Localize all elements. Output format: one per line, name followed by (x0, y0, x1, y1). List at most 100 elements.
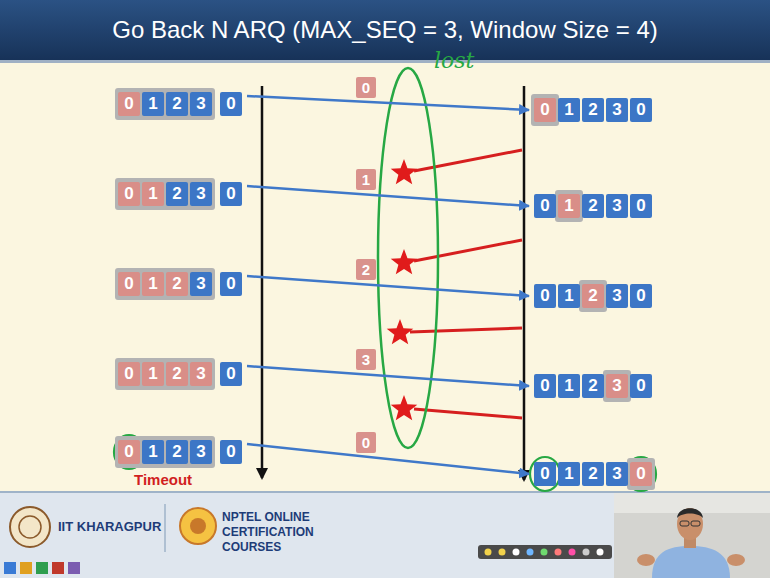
title-bar (0, 0, 770, 60)
sequence-cell: 2 (166, 362, 188, 386)
frame-number: 1 (356, 169, 376, 190)
sequence-cell: 3 (606, 284, 628, 308)
frame-number: 2 (356, 259, 376, 280)
sequence-cell: 0 (118, 92, 140, 116)
sequence-cell: 1 (142, 92, 164, 116)
annotation-ellipse (378, 68, 438, 448)
sequence-cell: 0 (534, 98, 556, 122)
handwritten-note: lost (434, 48, 474, 73)
lost-ack-arrow (414, 150, 522, 171)
frame-arrow (247, 96, 529, 110)
sequence-cell: 1 (142, 182, 164, 206)
frame-number: 0 (356, 77, 376, 98)
sender-window: 01230 (113, 358, 247, 390)
nptel-logo (190, 518, 206, 534)
taskbar-icons (4, 562, 80, 574)
footer-rule (0, 491, 770, 493)
frame-arrow (247, 186, 529, 206)
sequence-cell: 0 (220, 362, 242, 386)
sequence-cell: 3 (190, 440, 212, 464)
sequence-cell: 1 (558, 374, 580, 398)
loss-star (391, 159, 418, 184)
timeout-note: Timeout (134, 471, 192, 488)
sequence-cell: 2 (582, 194, 604, 218)
sequence-cell: 3 (190, 362, 212, 386)
sequence-cell: 2 (582, 462, 604, 486)
sequence-cell: 1 (142, 440, 164, 464)
sequence-cell: 0 (220, 272, 242, 296)
sequence-cell: 2 (166, 440, 188, 464)
sequence-cell: 1 (558, 284, 580, 308)
sequence-cell: 3 (606, 194, 628, 218)
sequence-cell: 0 (220, 440, 242, 464)
receiver-timeline (523, 86, 526, 480)
sender-window: 01230 (113, 178, 247, 210)
sequence-cell: 1 (142, 272, 164, 296)
sequence-cell: 3 (606, 98, 628, 122)
sequence-cell: 0 (118, 362, 140, 386)
sequence-cell: 0 (630, 374, 652, 398)
receiver-window: 01230 (529, 280, 657, 312)
frame-arrow (247, 366, 529, 386)
frame-number: 0 (356, 432, 376, 453)
sender-timeline (261, 86, 264, 478)
institute-name: IIT KHARAGPUR (58, 519, 161, 534)
sequence-cell: 1 (558, 98, 580, 122)
footer-divider (164, 504, 166, 552)
slide-title: Go Back N ARQ (MAX_SEQ = 3, Window Size … (0, 0, 770, 60)
sequence-cell: 0 (534, 462, 556, 486)
sender-window: 01230 (113, 436, 247, 468)
frame-arrow (247, 444, 529, 474)
sequence-cell: 0 (118, 440, 140, 464)
pen-toolbar (478, 545, 612, 559)
sequence-cell: 2 (166, 92, 188, 116)
sequence-cell: 0 (118, 272, 140, 296)
sequence-cell: 1 (558, 194, 580, 218)
receiver-window: 01230 (529, 458, 657, 490)
iit-logo (10, 507, 50, 547)
sequence-cell: 2 (582, 374, 604, 398)
lost-ack-arrow (414, 240, 522, 261)
footer-band (0, 492, 770, 578)
iit-logo (19, 516, 41, 538)
sequence-cell: 1 (142, 362, 164, 386)
sequence-cell: 2 (166, 182, 188, 206)
loss-star (391, 395, 418, 420)
sender-window: 01230 (113, 268, 247, 300)
title-rule (0, 60, 770, 63)
sequence-cell: 0 (630, 462, 652, 486)
presenter-video (614, 493, 770, 578)
sequence-cell: 0 (630, 98, 652, 122)
sequence-cell: 0 (220, 182, 242, 206)
lost-ack-arrow (410, 328, 522, 332)
sender-window: 01230 (113, 88, 247, 120)
sequence-cell: 3 (606, 374, 628, 398)
sequence-cell: 0 (220, 92, 242, 116)
nptel-logo (180, 508, 216, 544)
sequence-cell: 3 (190, 272, 212, 296)
frame-arrow (247, 276, 529, 296)
receiver-window: 01230 (529, 370, 657, 402)
sequence-cell: 2 (166, 272, 188, 296)
receiver-window: 01230 (529, 190, 657, 222)
annotation-circle (626, 457, 656, 491)
sequence-cell: 2 (582, 284, 604, 308)
sequence-cell: 0 (630, 194, 652, 218)
annotation-circle (530, 457, 560, 491)
loss-star (391, 249, 418, 274)
sequence-cell: 0 (630, 284, 652, 308)
sequence-cell: 3 (606, 462, 628, 486)
sequence-cell: 1 (558, 462, 580, 486)
loss-star (387, 319, 414, 344)
sequence-cell: 3 (190, 182, 212, 206)
sequence-cell: 0 (534, 374, 556, 398)
sequence-cell: 0 (118, 182, 140, 206)
frame-number: 3 (356, 349, 376, 370)
course-banner: NPTEL ONLINE CERTIFICATION COURSES (222, 510, 352, 555)
receiver-window: 01230 (529, 94, 657, 126)
lost-ack-arrow (414, 409, 522, 418)
sequence-cell: 2 (582, 98, 604, 122)
sequence-cell: 3 (190, 92, 212, 116)
sequence-cell: 0 (534, 194, 556, 218)
sequence-cell: 0 (534, 284, 556, 308)
